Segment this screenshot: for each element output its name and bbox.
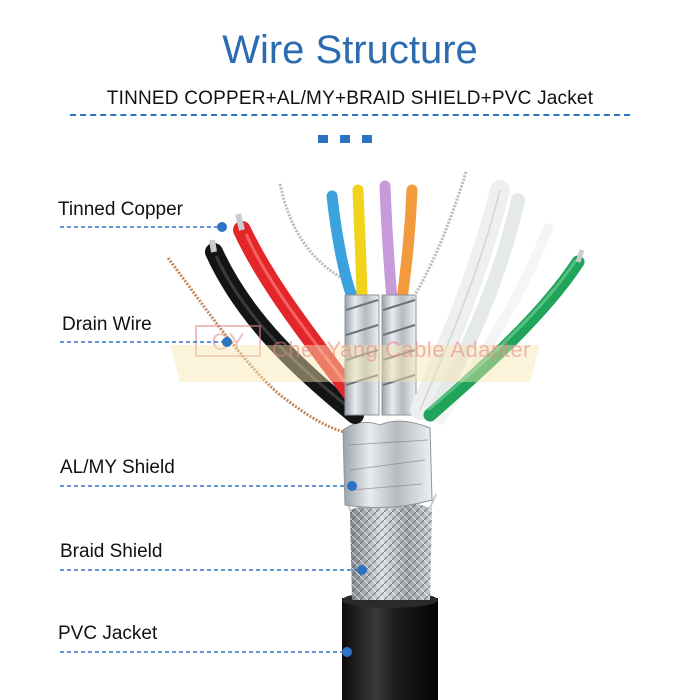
subtitle: TINNED COPPER+AL/MY+BRAID SHIELD+PVC Jac…: [106, 88, 594, 109]
page-title: Wire Structure: [222, 28, 478, 72]
watermark-ribbon: [170, 345, 540, 382]
shield-strand-left: [278, 183, 346, 282]
separator-dots: [318, 130, 384, 148]
twisted-pair-purple-orange: [379, 180, 418, 416]
leader-dots: [217, 222, 367, 657]
pvc-jacket: [342, 592, 438, 700]
green-wire: [423, 249, 585, 422]
label-drain-wire: Drain Wire: [62, 314, 152, 335]
drain-wire: [166, 257, 345, 434]
leader-lines: [60, 226, 360, 653]
label-al-my-shield: AL/MY Shield: [60, 457, 175, 478]
label-braid-shield: Braid Shield: [60, 541, 163, 562]
braid-shield: [344, 483, 437, 600]
black-wire: [205, 239, 364, 424]
white-wires: [410, 180, 553, 425]
label-tinned-copper: Tinned Copper: [58, 199, 183, 220]
label-pvc-jacket: PVC Jacket: [58, 623, 158, 644]
watermark-text: ChenYang Cable Adapter: [272, 337, 531, 362]
al-my-shield: [342, 420, 433, 509]
shield-strand-right: [410, 171, 468, 301]
subtitle-underline: [70, 114, 630, 116]
twisted-pair-blue-yellow: [326, 184, 380, 416]
